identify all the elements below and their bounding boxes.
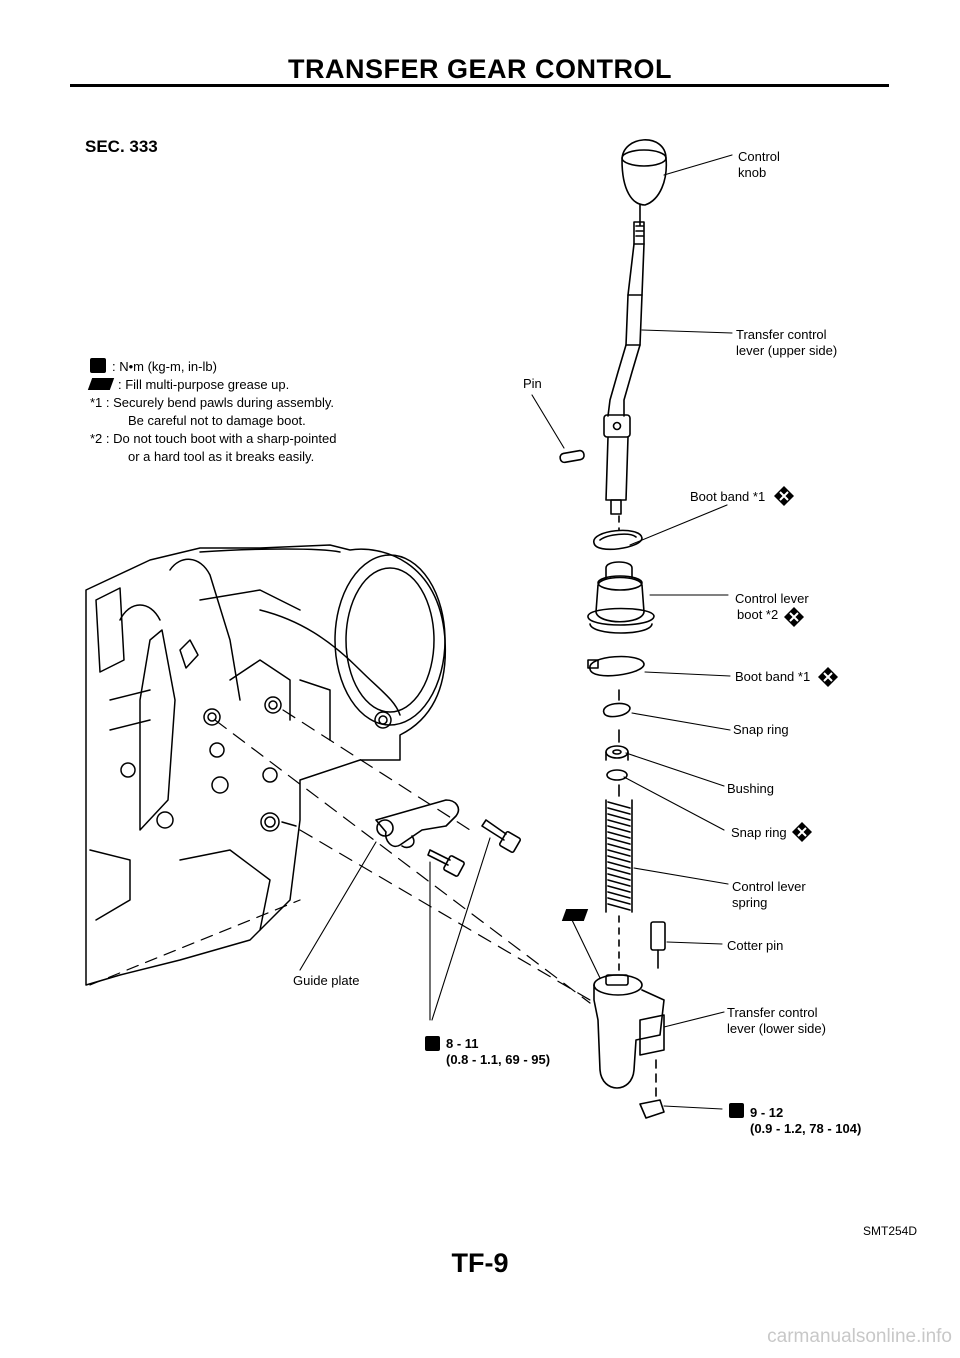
cotter-pin	[650, 921, 666, 951]
pin	[559, 449, 585, 464]
label-guide-plate: Guide plate	[293, 973, 360, 988]
label-control-lever-boot: Control lever boot *2	[735, 591, 809, 622]
guide-plate	[375, 799, 460, 849]
section-number: SEC. 333	[85, 137, 158, 156]
label-control-lever-spring: Control lever spring	[732, 879, 806, 910]
legend-note1: *1 : Securely bend pawls during assembly…	[90, 395, 334, 410]
snap-ring-2	[606, 769, 628, 781]
label-control-knob: Control knob	[738, 149, 780, 180]
torque-wrench-icon	[425, 1036, 440, 1051]
label-snap-ring-1: Snap ring	[733, 722, 789, 737]
label-upper-lever: Transfer control lever (upper side)	[736, 327, 838, 358]
label-boot-band-1: Boot band *1	[690, 489, 766, 504]
grease-gun-icon	[561, 909, 589, 921]
do-not-reuse-icon	[792, 822, 812, 842]
upper-lever	[607, 243, 645, 417]
boot-band-1	[593, 529, 643, 551]
control-knob	[621, 139, 668, 206]
label-pin: Pin	[523, 376, 542, 391]
label-lower-lever: Transfer control lever (lower side)	[727, 1005, 826, 1036]
torque-lower-nut: 9 - 12 (0.9 - 1.2, 78 - 104)	[750, 1105, 862, 1136]
control-lever-boot	[587, 561, 655, 634]
label-boot-band-2: Boot band *1	[735, 669, 811, 684]
snap-ring-1	[603, 702, 631, 718]
torque-wrench-icon	[729, 1103, 744, 1118]
legend-note2: *2 : Do not touch boot with a sharp-poin…	[90, 431, 337, 446]
guide-bolt-1	[427, 849, 465, 877]
label-snap-ring-2: Snap ring	[731, 825, 787, 840]
transmission-case	[85, 544, 447, 986]
legend-note1-cont: Be careful not to damage boot.	[128, 413, 306, 428]
page-header-title: TRANSFER GEAR CONTROL	[288, 54, 672, 84]
guide-bolt-2	[481, 819, 521, 853]
torque-guide-bolts: 8 - 11 (0.8 - 1.1, 69 - 95)	[446, 1036, 551, 1067]
figure-reference: SMT254D	[863, 1224, 918, 1238]
header-divider	[70, 84, 889, 87]
lower-nut	[639, 1099, 665, 1119]
lower-lever	[593, 974, 665, 1089]
bushing	[605, 745, 629, 759]
watermark: carmanualsonline.info	[767, 1326, 952, 1347]
torque-wrench-icon	[90, 358, 106, 373]
do-not-reuse-icon	[774, 486, 794, 506]
label-bushing: Bushing	[727, 781, 774, 796]
page-number: TF-9	[451, 1248, 509, 1278]
legend: : N•m (kg-m, in-lb) : Fill multi-purpose…	[87, 358, 337, 466]
label-cotter-pin: Cotter pin	[727, 938, 784, 953]
control-lever-spring	[605, 799, 633, 913]
legend-torque-row: : N•m (kg-m, in-lb)	[90, 358, 336, 376]
do-not-reuse-icon	[818, 667, 838, 687]
legend-note2-cont: or a hard tool as it breaks easily.	[128, 449, 315, 464]
do-not-reuse-icon	[784, 607, 804, 627]
legend-grease-row: : Fill multi-purpose grease up.	[87, 376, 336, 394]
